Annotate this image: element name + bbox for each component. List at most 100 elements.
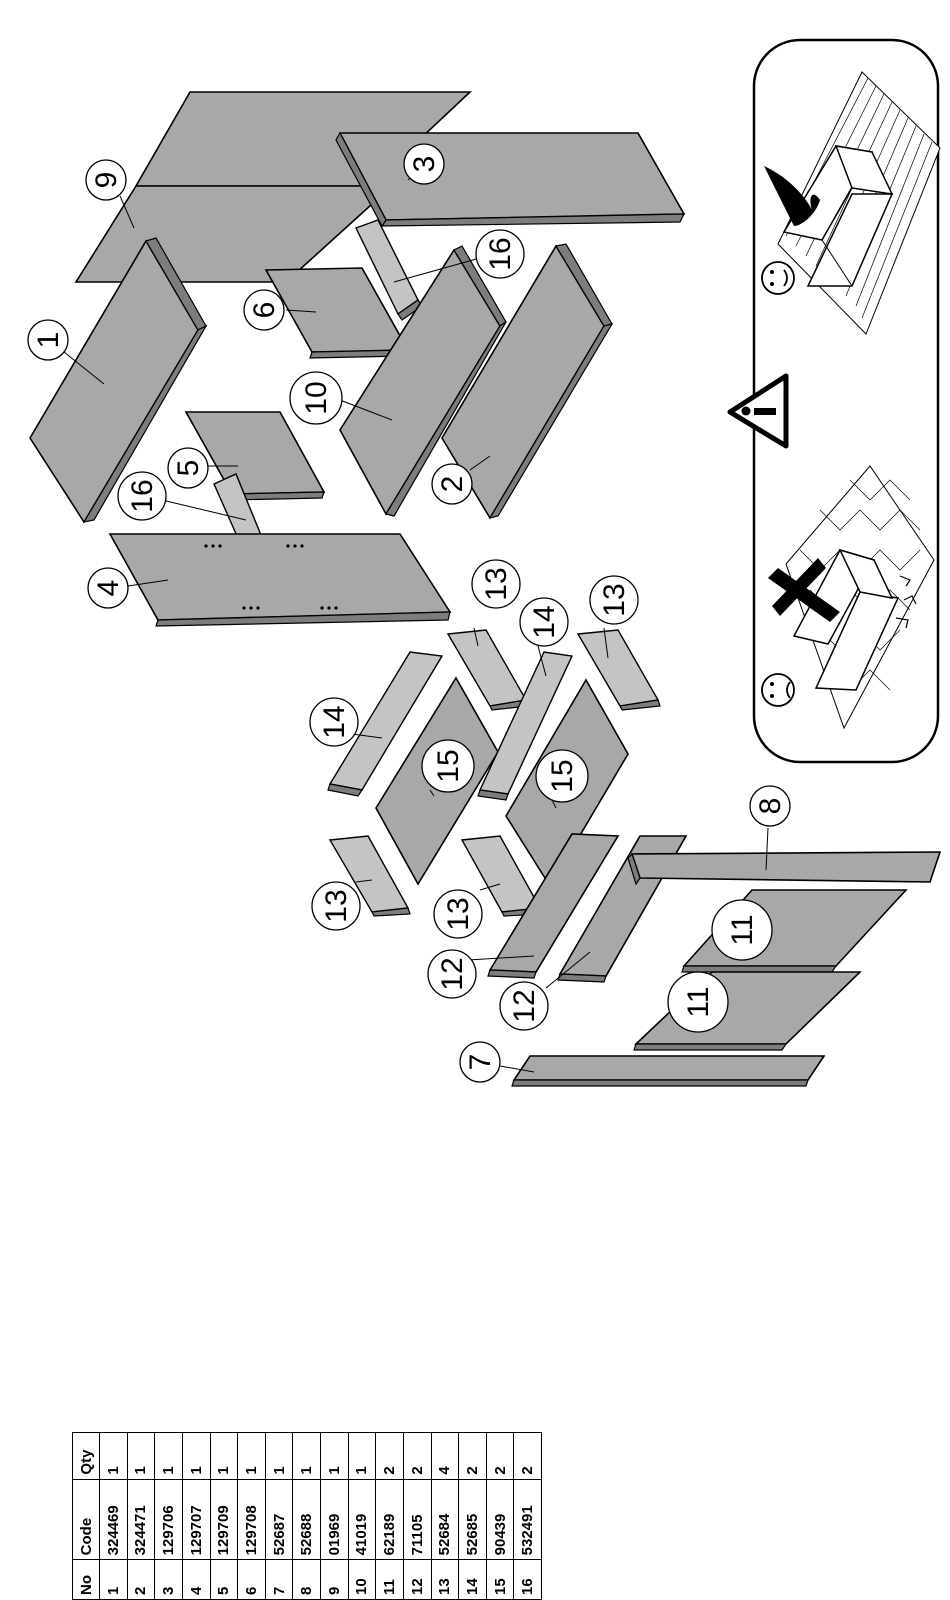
- callout-16-upper-label: 16: [484, 237, 517, 270]
- cell-no: 5: [210, 1560, 238, 1600]
- cell-code: 71105: [403, 1479, 431, 1560]
- parts-table: No Code Qty 1324469123244711312970614129…: [72, 1432, 542, 1600]
- table-header-row: No Code Qty: [73, 1433, 100, 1600]
- part-11-door-lower: [634, 972, 860, 1050]
- callout-15-a-label: 15: [432, 749, 465, 782]
- cell-no: 4: [182, 1560, 210, 1600]
- callout-11-b: 11: [668, 972, 728, 1032]
- cell-code: 129708: [238, 1479, 266, 1560]
- callout-1: 1: [28, 320, 68, 360]
- callout-15-b: 15: [536, 750, 588, 802]
- callout-8: 8: [750, 786, 790, 826]
- callout-11-b-label: 11: [682, 986, 715, 1017]
- callout-13-d: 13: [434, 890, 482, 938]
- smiley-face-icon: [762, 262, 794, 294]
- part-4-bottom-board: [110, 534, 450, 626]
- header-code: Code: [73, 1479, 100, 1560]
- callout-16-lower: 16: [118, 472, 166, 520]
- cell-no: 16: [514, 1560, 542, 1600]
- callout-13-c-label: 13: [320, 889, 353, 922]
- cell-no: 2: [127, 1560, 155, 1600]
- cell-code: 129706: [155, 1479, 183, 1560]
- warning-box: [730, 40, 940, 762]
- callout-6-label: 6: [248, 302, 281, 319]
- callout-2: 2: [432, 464, 472, 504]
- callout-7: 7: [460, 1042, 500, 1082]
- cell-code: 324469: [100, 1479, 128, 1560]
- cell-no: 10: [348, 1560, 376, 1600]
- cell-code: 41019: [348, 1479, 376, 1560]
- table-row: 51297091: [210, 1433, 238, 1600]
- callout-15-a: 15: [422, 740, 474, 792]
- table-row: 61297081: [238, 1433, 266, 1600]
- cell-no: 12: [403, 1560, 431, 1600]
- cell-qty: 2: [403, 1433, 431, 1480]
- cell-no: 14: [459, 1560, 487, 1600]
- callout-6: 6: [244, 290, 284, 330]
- cell-qty: 1: [127, 1433, 155, 1480]
- part-8-top-strip: [628, 852, 940, 884]
- cell-code: 129709: [210, 1479, 238, 1560]
- cell-qty: 2: [486, 1433, 514, 1480]
- cell-no: 6: [238, 1560, 266, 1600]
- callout-9: 9: [86, 160, 126, 200]
- callout-16-lower-label: 16: [126, 479, 159, 512]
- callout-13-b-label: 13: [598, 583, 631, 616]
- cell-code: 52688: [293, 1479, 321, 1560]
- callout-13-c: 13: [312, 882, 360, 930]
- cell-qty: 1: [210, 1433, 238, 1480]
- callout-12-b: 12: [500, 982, 548, 1030]
- callout-7-label: 7: [464, 1054, 497, 1071]
- cell-no: 13: [431, 1560, 459, 1600]
- part-7-bottom-strip: [512, 1056, 824, 1086]
- cell-qty: 1: [155, 1433, 183, 1480]
- part-5-shelf: [186, 412, 324, 500]
- cell-no: 15: [486, 1560, 514, 1600]
- cell-code: 129707: [182, 1479, 210, 1560]
- sad-face-icon: [762, 674, 794, 706]
- callout-4-label: 4: [92, 580, 125, 597]
- cell-no: 1: [100, 1560, 128, 1600]
- callout-1-label: 1: [32, 332, 65, 349]
- callout-13-d-label: 13: [442, 897, 475, 930]
- header-qty: Qty: [73, 1433, 100, 1480]
- cell-qty: 1: [238, 1433, 266, 1480]
- callout-2-label: 2: [436, 476, 469, 493]
- cell-no: 8: [293, 1560, 321, 1600]
- cell-code: 52685: [459, 1479, 487, 1560]
- cell-no: 9: [321, 1560, 349, 1600]
- callout-13-b: 13: [590, 576, 638, 624]
- cell-code: 01969: [321, 1479, 349, 1560]
- callout-13-a: 13: [472, 560, 520, 608]
- callout-12-a: 12: [428, 950, 476, 998]
- callout-13-a-label: 13: [480, 567, 513, 600]
- cell-code: 52684: [431, 1479, 459, 1560]
- callout-14-b: 14: [310, 698, 358, 746]
- callout-8-label: 8: [754, 798, 787, 815]
- callout-3-label: 3: [408, 156, 441, 173]
- cell-code: 62189: [376, 1479, 404, 1560]
- cell-no: 7: [265, 1560, 293, 1600]
- callout-11-a: 11: [712, 900, 772, 960]
- cell-no: 11: [376, 1560, 404, 1600]
- callout-14-a: 14: [520, 598, 568, 646]
- callout-3: 3: [404, 144, 444, 184]
- callout-10-label: 10: [300, 381, 333, 414]
- part-3-top-board: [336, 133, 684, 226]
- cell-code: 90439: [486, 1479, 514, 1560]
- callout-14-b-label: 14: [318, 705, 351, 738]
- callout-5: 5: [168, 448, 208, 488]
- cell-qty: 2: [459, 1433, 487, 1480]
- cell-qty: 2: [376, 1433, 404, 1480]
- cell-no: 3: [155, 1560, 183, 1600]
